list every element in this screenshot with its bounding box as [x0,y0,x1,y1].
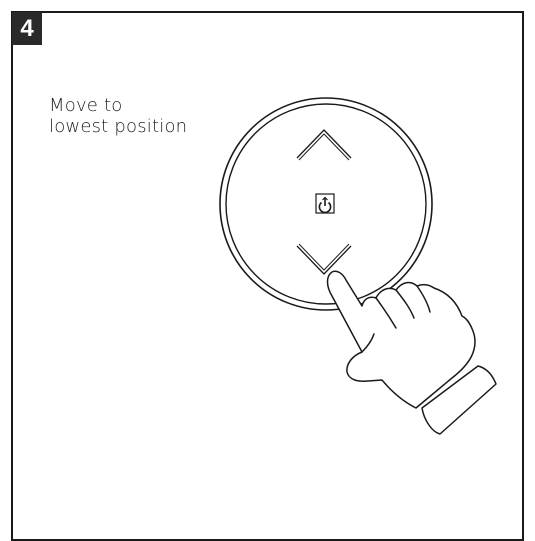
power-icon[interactable] [316,194,334,213]
pointing-hand-icon [328,271,497,434]
remote-control-illustration [0,0,535,516]
